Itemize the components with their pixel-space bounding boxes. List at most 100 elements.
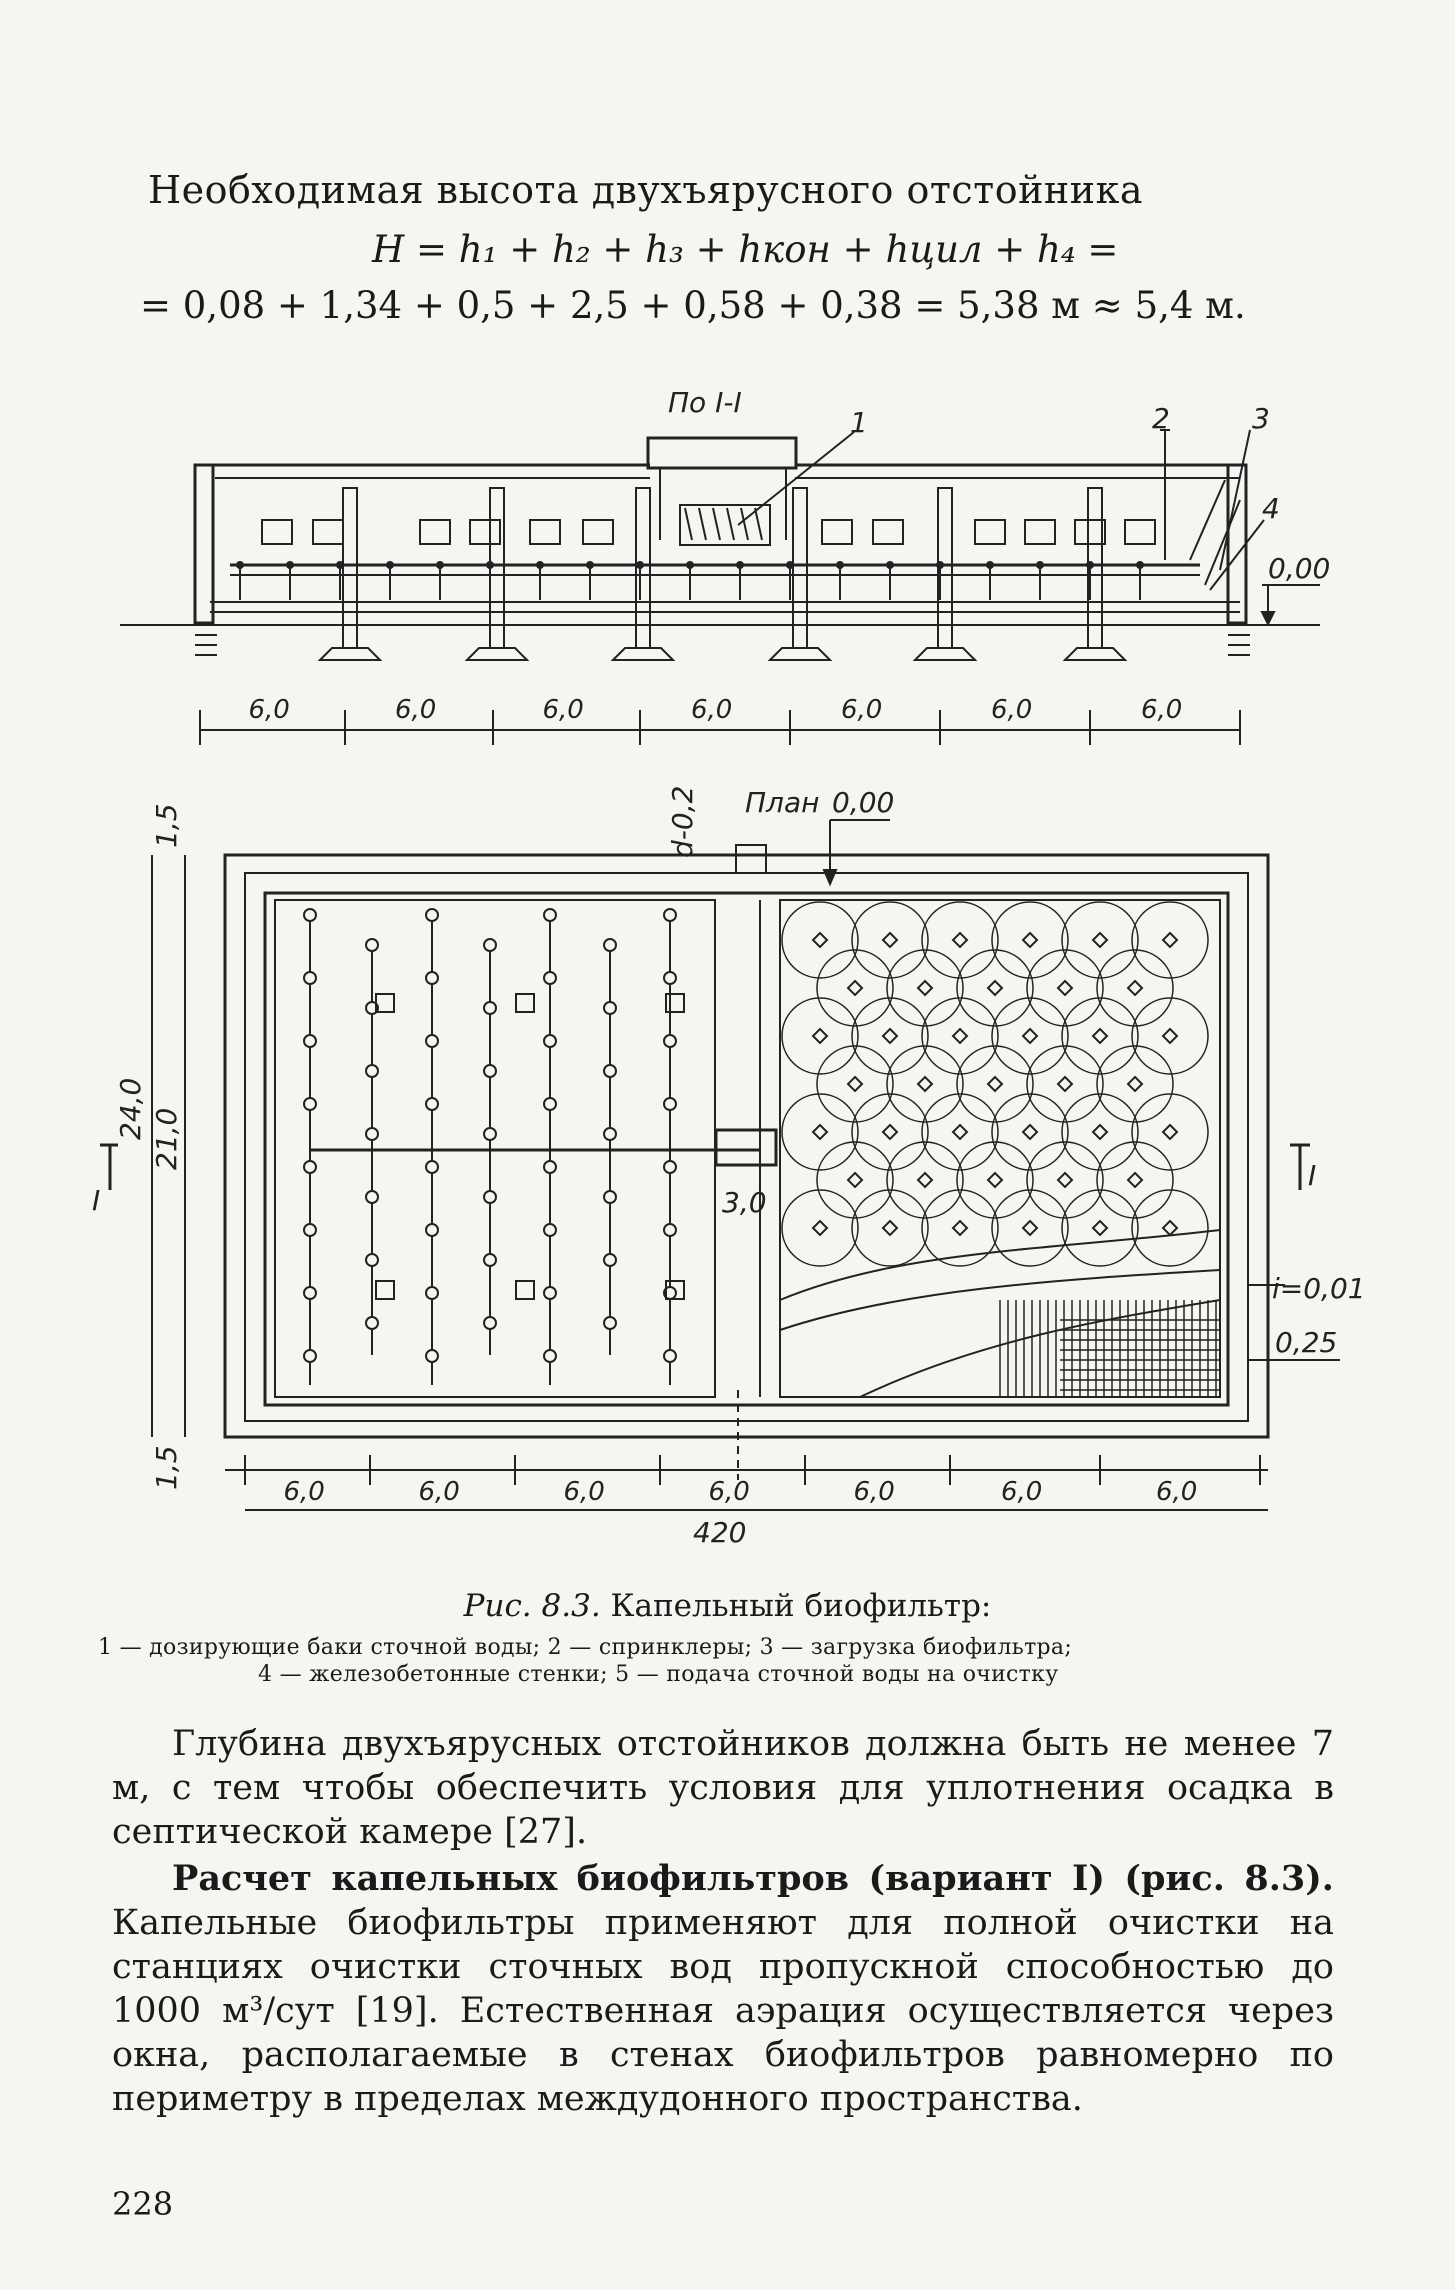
sprinkler-head <box>543 1223 557 1237</box>
riser-box <box>515 1280 535 1300</box>
plan-bay-width: 6,0 <box>1001 1477 1042 1507</box>
sprinkler-nozzle <box>1126 1171 1144 1189</box>
dim-bottom-label: 1,5 <box>150 1445 183 1490</box>
dosing-tank-hatch <box>726 507 735 541</box>
callout-3: 3 <box>1252 402 1270 435</box>
sprinkler-head <box>303 1097 317 1111</box>
sprinkler-head <box>425 1286 439 1300</box>
sprinkler-head <box>603 1190 617 1204</box>
section-sprinkler-node <box>1086 561 1094 569</box>
dimension-ticks <box>199 710 1261 1485</box>
dosing-tank-hatch <box>684 507 693 541</box>
section-sprinkler-node <box>636 561 644 569</box>
sprinkler-coverage <box>781 1093 859 1171</box>
plan-label: План <box>745 786 819 819</box>
sprinkler-nozzle <box>846 1075 864 1093</box>
callout-4: 4 <box>1262 492 1280 525</box>
sprinkler-head <box>543 1097 557 1111</box>
sprinkler-head <box>663 1034 677 1048</box>
sprinkler-coverage <box>956 1141 1034 1219</box>
total-length-label: 420 <box>693 1516 746 1549</box>
paragraph-2-text: Капельные биофильтры применяют для полно… <box>112 1903 1334 2119</box>
dosing-tank-hatch <box>698 507 707 541</box>
riser-box <box>515 993 535 1013</box>
sprinkler-rows <box>303 908 685 1385</box>
sprinkler-head <box>303 1286 317 1300</box>
column-footing <box>464 647 530 661</box>
sprinkler-head <box>303 1223 317 1237</box>
sprinkler-head <box>663 1349 677 1363</box>
sprinkler-nozzle <box>916 1171 934 1189</box>
sprinkler-coverage <box>1061 997 1139 1075</box>
dosing-tank-hatch <box>712 507 721 541</box>
sprinkler-head <box>603 938 617 952</box>
section-sprinkler-node <box>836 561 844 569</box>
plan-bay-width: 6,0 <box>419 1477 460 1507</box>
paragraph-2-heading: Расчет капельных биофильтров (вариант I)… <box>172 1858 1334 1899</box>
sprinkler-head <box>425 971 439 985</box>
sprinkler-head <box>663 1097 677 1111</box>
sprinkler-nozzle <box>1091 931 1109 949</box>
sprinkler-coverage <box>956 1045 1034 1123</box>
sprinkler-nozzle <box>846 979 864 997</box>
sprinkler-head <box>603 1127 617 1141</box>
sprinkler-nozzle <box>951 1027 969 1045</box>
section-window <box>419 519 451 545</box>
sprinkler-nozzle <box>1021 1219 1039 1237</box>
sprinkler-nozzle <box>881 931 899 949</box>
sprinkler-coverage <box>921 1093 999 1171</box>
sprinkler-nozzle <box>881 1123 899 1141</box>
hatched-zone <box>999 1300 1220 1397</box>
sprinkler-head <box>603 1316 617 1330</box>
sprinkler-head <box>483 1190 497 1204</box>
sprinkler-head <box>663 971 677 985</box>
sprinkler-coverage <box>921 901 999 979</box>
sprinkler-nozzle <box>1091 1219 1109 1237</box>
sprinkler-nozzle <box>1161 931 1179 949</box>
sprinkler-nozzle <box>951 1219 969 1237</box>
sprinkler-nozzle <box>1126 1075 1144 1093</box>
sprinkler-coverage <box>1026 1141 1104 1219</box>
section-sprinkler-node <box>286 561 294 569</box>
sprinkler-coverage <box>921 997 999 1075</box>
section-mark-left: I <box>92 1184 100 1217</box>
depth-label: 0,25 <box>1275 1326 1337 1359</box>
riser-box <box>665 1280 685 1300</box>
section-sprinkler-node <box>486 561 494 569</box>
page-number: 228 <box>112 2185 174 2223</box>
sprinkler-head <box>425 1160 439 1174</box>
sprinkler-coverage <box>991 997 1069 1075</box>
sprinkler-head <box>543 908 557 922</box>
section-sprinkler-node <box>786 561 794 569</box>
sprinkler-coverage <box>1026 949 1104 1027</box>
paragraph-1-text: Глубина двухъярусных отстойников должна … <box>112 1724 1334 1852</box>
plan-view <box>100 819 1340 1511</box>
section-window <box>529 519 561 545</box>
sprinkler-head <box>425 1223 439 1237</box>
sprinkler-nozzle <box>811 1027 829 1045</box>
section-window <box>821 519 853 545</box>
sprinkler-head <box>425 1034 439 1048</box>
formula-heading: Необходимая высота двухъярусного отстойн… <box>148 168 1143 212</box>
level-label-section: 0,00 <box>1268 552 1330 585</box>
sprinkler-nozzle <box>986 1171 1004 1189</box>
sprinkler-coverage <box>851 1093 929 1171</box>
sprinkler-head <box>663 908 677 922</box>
column-footing <box>767 647 833 661</box>
sprinkler-head <box>425 908 439 922</box>
section-bay-width: 6,0 <box>991 695 1032 725</box>
sprinkler-nozzle <box>1161 1027 1179 1045</box>
channel-width-label: 3,0 <box>722 1186 767 1219</box>
section-sprinkler-node <box>536 561 544 569</box>
sprinkler-head <box>365 1316 379 1330</box>
section-sprinkler-node <box>886 561 894 569</box>
sprinkler-head <box>543 1160 557 1174</box>
section-window <box>469 519 501 545</box>
dosing-tank <box>679 504 771 546</box>
sprinkler-nozzle <box>1021 931 1039 949</box>
caption-legend-2: 4 — железобетонные стенки; 5 — подача ст… <box>258 1662 1059 1687</box>
sprinkler-nozzle <box>1021 1027 1039 1045</box>
sprinkler-head <box>603 1064 617 1078</box>
sprinkler-circles <box>781 901 1209 1267</box>
sprinkler-head <box>483 1064 497 1078</box>
